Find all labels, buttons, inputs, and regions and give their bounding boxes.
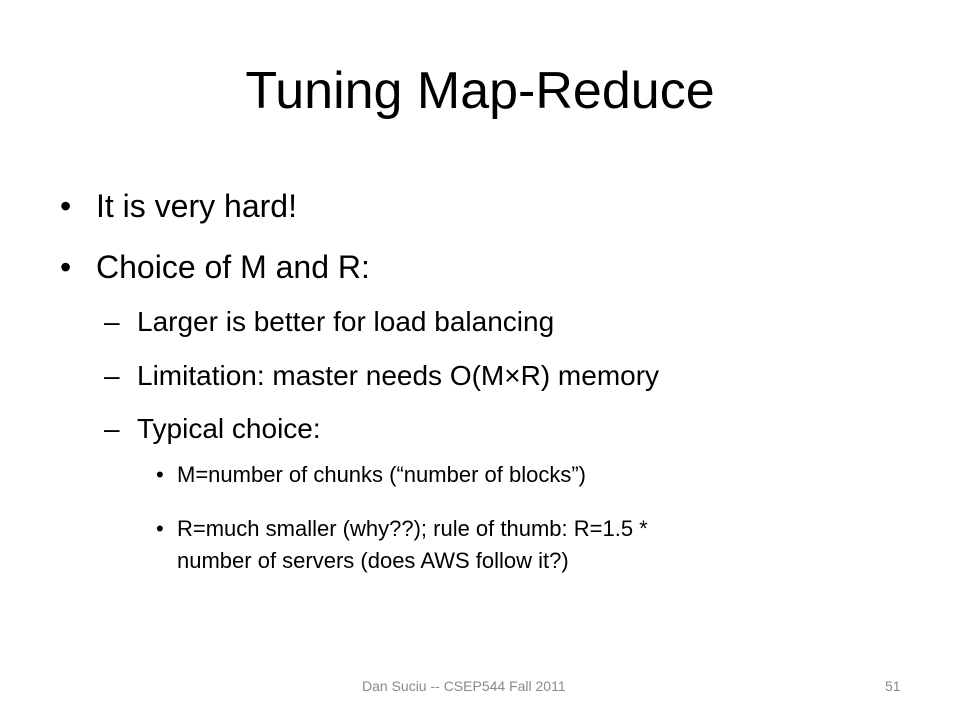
- dash-marker: –: [104, 306, 120, 337]
- sub-bullet-text: Limitation: master needs O(M×R) memory: [137, 360, 660, 391]
- bullet-text: Choice of M and R:: [96, 249, 370, 285]
- bullet-text: It is very hard!: [96, 188, 297, 224]
- dash-marker: –: [104, 360, 120, 391]
- footer-page-number: 51: [885, 678, 901, 694]
- sub-sub-bullet-text: M=number of chunks (“number of blocks”): [177, 462, 586, 487]
- sub-sub-bullet-text-line-2: number of servers (does AWS follow it?): [177, 548, 569, 573]
- bullet-marker: •: [156, 462, 164, 487]
- sub-sub-bullet-text-line-1: R=much smaller (why??); rule of thumb: R…: [177, 516, 648, 541]
- sub-bullet-text: Typical choice:: [137, 413, 321, 444]
- bullet-marker: •: [156, 516, 164, 541]
- slide-title: Tuning Map-Reduce: [245, 62, 715, 120]
- dash-marker: –: [104, 413, 120, 444]
- bullet-marker: •: [60, 249, 72, 285]
- bullet-marker: •: [60, 188, 72, 224]
- sub-bullet-text: Larger is better for load balancing: [137, 306, 555, 337]
- footer-author-course: Dan Suciu -- CSEP544 Fall 2011: [362, 678, 566, 694]
